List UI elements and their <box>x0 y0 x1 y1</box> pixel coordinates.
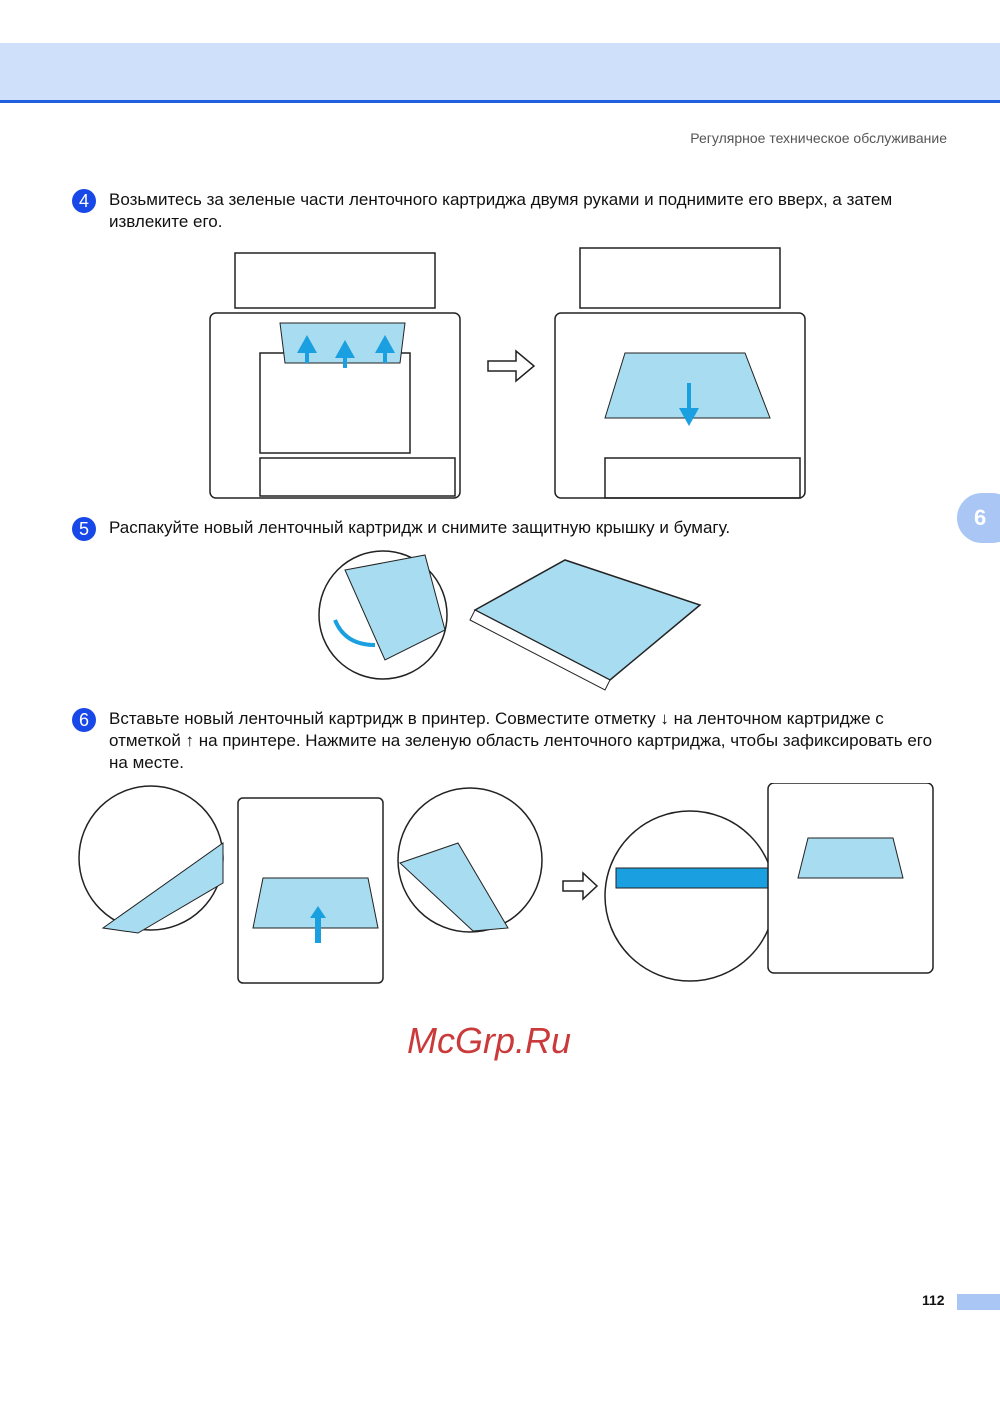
step-number: 6 <box>72 708 96 732</box>
up-arrow-icon <box>375 335 395 363</box>
remove-belt-illustration <box>209 247 806 499</box>
watermark: McGrp.Ru <box>407 1020 572 1061</box>
up-arrow-icon <box>310 906 326 943</box>
step-text: Возьмитесь за зеленые части ленточного к… <box>109 190 893 231</box>
header-band <box>0 43 1000 103</box>
step-6: 6 Вставьте новый ленточный картридж в пр… <box>72 708 952 774</box>
step-5: 5 Распакуйте новый ленточный картридж и … <box>72 517 952 541</box>
insert-belt-illustration <box>78 783 934 984</box>
step-4: 4 Возьмитесь за зеленые части ленточного… <box>72 189 952 233</box>
page-number-bar <box>957 1294 1000 1310</box>
chapter-tab[interactable]: 6 <box>957 493 1000 543</box>
step-number: 4 <box>72 189 96 213</box>
up-arrow-icon <box>297 335 317 363</box>
up-arrow-icon <box>335 340 355 368</box>
step-text: Распакуйте новый ленточный картридж и сн… <box>109 518 731 537</box>
step-text: Вставьте новый ленточный картридж в прин… <box>109 709 933 772</box>
next-arrow-icon <box>562 871 599 901</box>
down-arrow-icon <box>679 383 699 426</box>
next-arrow-icon <box>487 349 536 383</box>
page-number: 112 <box>922 1292 945 1308</box>
unpack-belt-illustration <box>318 550 702 691</box>
section-title: Регулярное техническое обслуживание <box>690 130 947 146</box>
step-number: 5 <box>72 517 96 541</box>
